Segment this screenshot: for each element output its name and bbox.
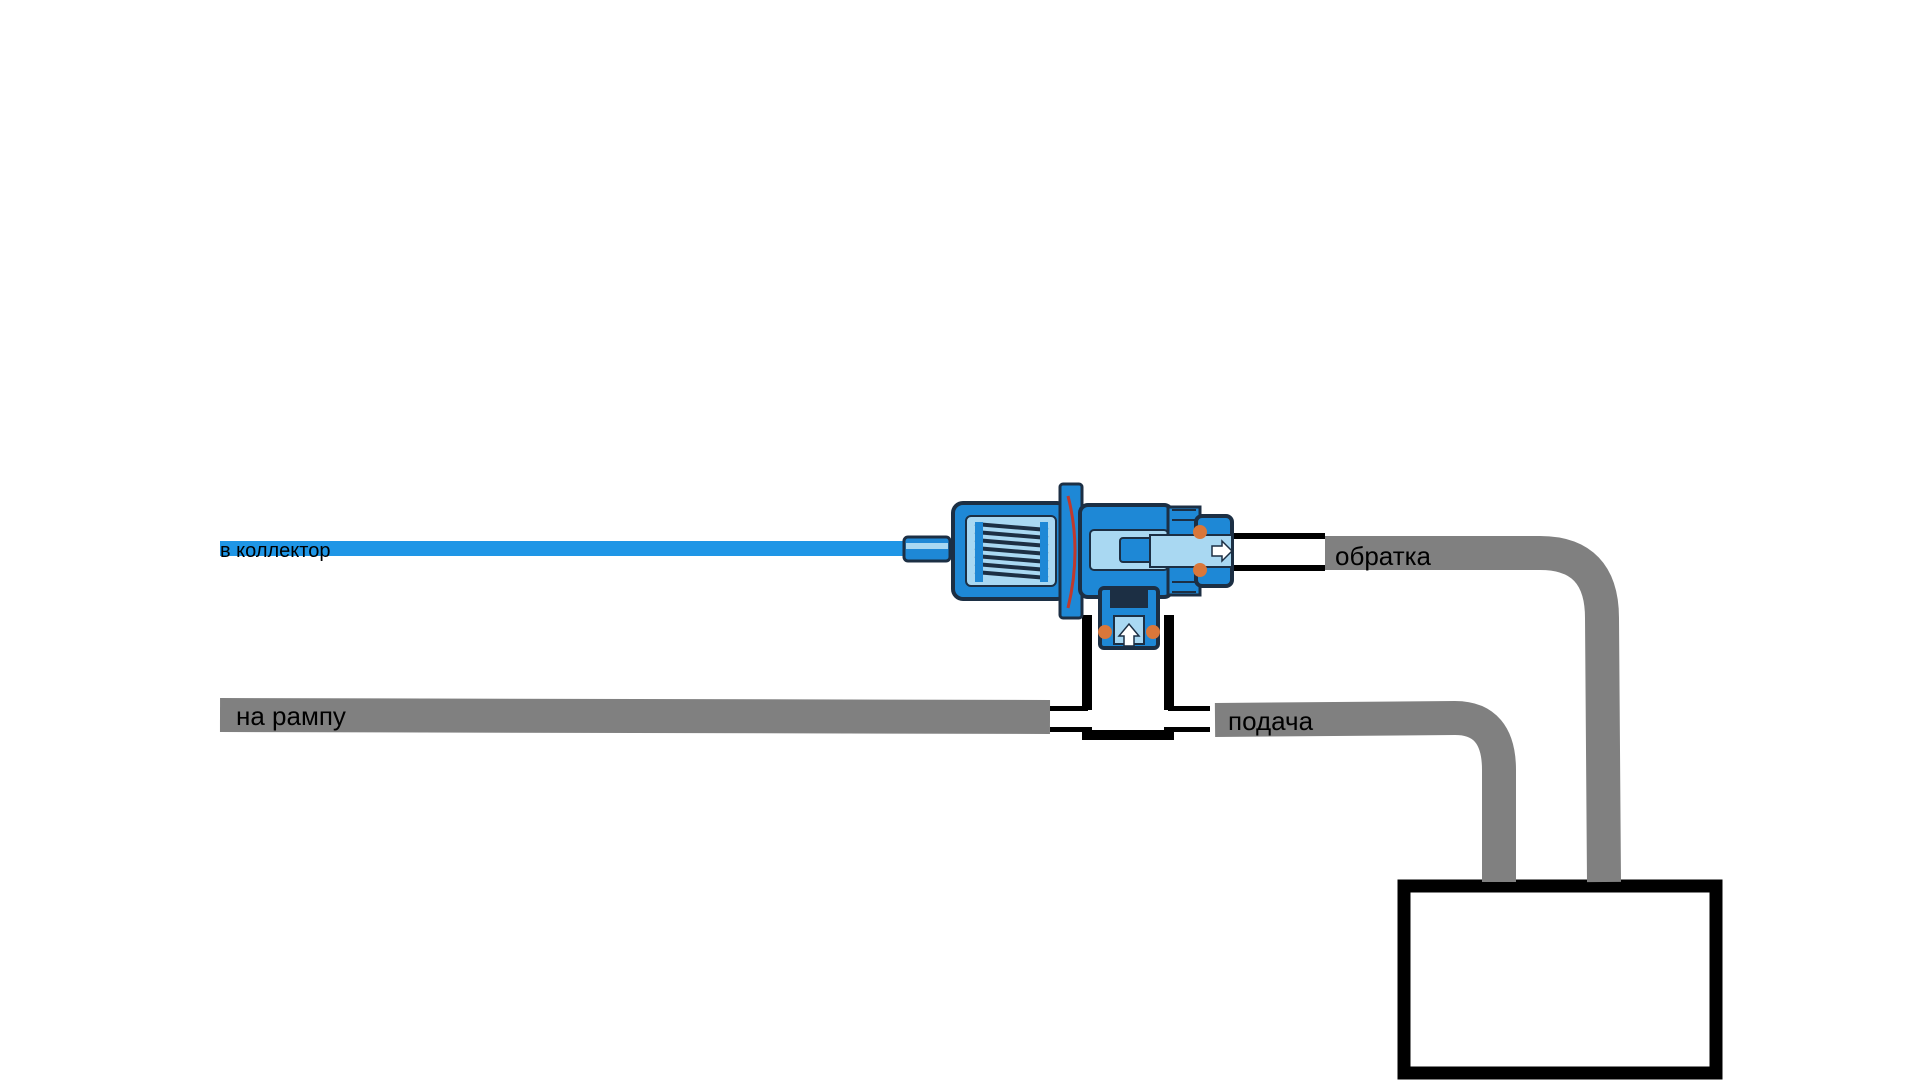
vacuum-line	[220, 541, 915, 556]
label-collector: в коллектор	[220, 540, 330, 562]
pressure-regulator	[902, 482, 1234, 650]
arrow-up-icon	[1117, 622, 1141, 647]
gasket	[1193, 563, 1207, 577]
gasket	[1193, 525, 1207, 539]
spring	[974, 522, 1049, 580]
supply-hose	[1214, 701, 1516, 882]
gasket	[1146, 625, 1160, 639]
label-return: обратка	[1335, 541, 1432, 571]
rail-hose	[219, 698, 1051, 734]
label-supply: подача	[1228, 706, 1314, 736]
vacuum-line-group: в коллектор	[220, 540, 915, 562]
label-rail: на рампу	[236, 701, 346, 731]
fuel-tank	[1397, 879, 1723, 1080]
return-pipe-stub	[1225, 533, 1325, 571]
return-hose	[1322, 536, 1621, 883]
membrane	[1066, 495, 1077, 609]
arrow-right-icon	[1211, 539, 1234, 563]
gasket	[1098, 625, 1112, 639]
